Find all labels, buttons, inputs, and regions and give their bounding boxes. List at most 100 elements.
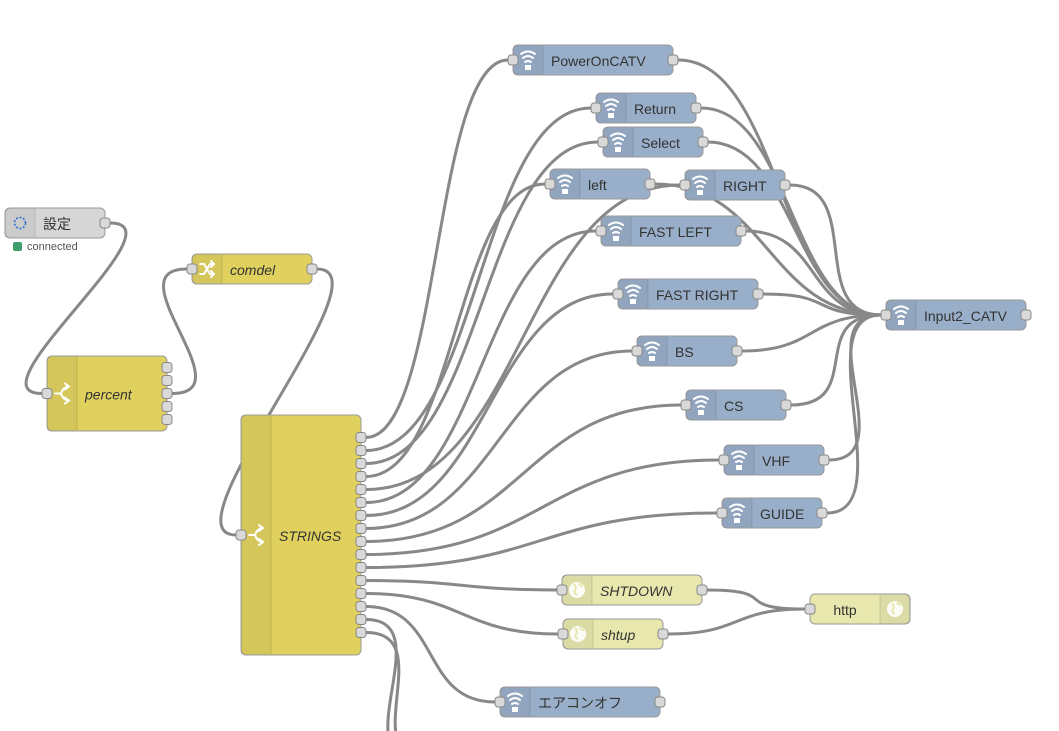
wire-bs-to-input2catv[interactable] (741, 313, 882, 353)
wire-percent-to-comdel[interactable] (162, 267, 197, 395)
wire-fastleft-to-input2catv[interactable] (745, 229, 882, 317)
wire-strings-to-left[interactable] (365, 182, 546, 478)
input-port[interactable] (680, 399, 692, 411)
node-vhf[interactable]: VHF (718, 444, 830, 476)
output-port[interactable] (355, 471, 367, 482)
input-port[interactable] (507, 54, 519, 66)
output-port[interactable] (355, 614, 367, 625)
input-port[interactable] (595, 225, 607, 237)
wire-strings-to-offscreen-b[interactable] (365, 631, 428, 731)
input-port[interactable] (612, 288, 624, 300)
node-return[interactable]: Return (590, 92, 702, 124)
node-input2catv[interactable]: Input2_CATV (880, 299, 1032, 331)
wire-shtup-to-http[interactable] (667, 607, 806, 636)
node-cs[interactable]: CS (680, 389, 792, 421)
wire-fastright-to-input2catv[interactable] (762, 292, 882, 317)
output-port[interactable] (355, 432, 367, 443)
input-port[interactable] (716, 507, 728, 519)
wire-cs-to-input2catv[interactable] (790, 313, 882, 407)
output-port[interactable] (161, 401, 173, 412)
output-port[interactable] (355, 549, 367, 560)
input-port[interactable] (590, 102, 602, 114)
output-port[interactable] (355, 484, 367, 495)
output-port[interactable] (355, 510, 367, 521)
node-poweroncatv[interactable]: PowerOnCATV (507, 44, 679, 76)
wire-strings-to-cs[interactable] (365, 403, 682, 543)
output-port[interactable] (696, 584, 708, 596)
output-port[interactable] (697, 136, 709, 148)
output-port[interactable] (306, 263, 318, 275)
wire-strings-to-guide[interactable] (365, 511, 718, 569)
output-port[interactable] (667, 54, 679, 66)
wire-strings-to-bs[interactable] (365, 349, 633, 530)
output-port[interactable] (818, 454, 830, 466)
wire-comdel-to-strings[interactable] (219, 267, 334, 537)
wire-guide-to-input2catv[interactable] (826, 313, 882, 515)
output-port[interactable] (355, 575, 367, 586)
node-shtdown[interactable]: SHTDOWN (556, 574, 708, 606)
node-comdel[interactable]: comdel (186, 253, 318, 285)
output-port[interactable] (355, 536, 367, 547)
wire-settei-to-percent[interactable] (24, 221, 128, 395)
output-port[interactable] (752, 288, 764, 300)
input-port[interactable] (718, 454, 730, 466)
output-port[interactable] (779, 179, 791, 191)
input-port[interactable] (631, 345, 643, 357)
node-fastright[interactable]: FAST RIGHT (612, 278, 764, 310)
wire-strings-to-return[interactable] (365, 106, 592, 452)
wire-strings-to-shtup[interactable] (365, 592, 559, 636)
wire-strings-to-offscreen-a[interactable] (365, 618, 418, 731)
node-percent[interactable]: percent (41, 355, 173, 432)
wire-shtdown-to-http[interactable] (706, 588, 806, 611)
output-port[interactable] (1020, 309, 1032, 321)
input-port[interactable] (679, 179, 691, 191)
input-port[interactable] (235, 529, 247, 541)
node-http[interactable]: http (804, 593, 911, 625)
output-port[interactable] (690, 102, 702, 114)
output-port[interactable] (355, 601, 367, 612)
output-port[interactable] (654, 696, 666, 708)
output-port[interactable] (355, 562, 367, 573)
node-shtup[interactable]: shtup (557, 618, 669, 650)
wire-strings-to-vhf[interactable] (365, 458, 720, 556)
output-port[interactable] (816, 507, 828, 519)
input-port[interactable] (41, 388, 53, 399)
node-aircon_off[interactable]: エアコンオフ (494, 686, 666, 718)
input-port[interactable] (557, 628, 569, 640)
output-port[interactable] (355, 445, 367, 456)
output-port[interactable] (355, 523, 367, 534)
output-port[interactable] (355, 588, 367, 599)
node-guide[interactable]: GUIDE (716, 497, 828, 529)
wire-strings-to-fastright[interactable] (365, 292, 614, 517)
output-port[interactable] (161, 414, 173, 425)
node-left[interactable]: left (544, 168, 656, 200)
input-port[interactable] (186, 263, 198, 275)
output-port[interactable] (780, 399, 792, 411)
wire-strings-to-aircon_off[interactable] (365, 605, 496, 704)
wire-strings-to-shtdown[interactable] (365, 579, 558, 592)
output-port[interactable] (161, 388, 173, 399)
node-strings[interactable]: STRINGS (235, 414, 367, 656)
output-port[interactable] (735, 225, 747, 237)
output-port[interactable] (355, 497, 367, 508)
output-port[interactable] (644, 178, 656, 190)
output-port[interactable] (731, 345, 743, 357)
node-fastleft[interactable]: FAST LEFT (595, 215, 747, 247)
input-port[interactable] (597, 136, 609, 148)
wire-strings-to-select[interactable] (365, 140, 599, 465)
wire-strings-to-fastleft[interactable] (365, 229, 597, 504)
input-port[interactable] (804, 603, 816, 615)
node-bs[interactable]: BS (631, 335, 743, 367)
wire-select-to-input2catv[interactable] (707, 140, 882, 317)
output-port[interactable] (99, 217, 111, 229)
output-port[interactable] (161, 362, 173, 373)
wire-right-to-input2catv[interactable] (789, 183, 882, 317)
output-port[interactable] (355, 458, 367, 469)
output-port[interactable] (161, 375, 173, 386)
wire-strings-to-poweroncatv[interactable] (365, 58, 509, 439)
output-port[interactable] (355, 627, 367, 638)
output-port[interactable] (657, 628, 669, 640)
node-select[interactable]: Select (597, 126, 709, 158)
